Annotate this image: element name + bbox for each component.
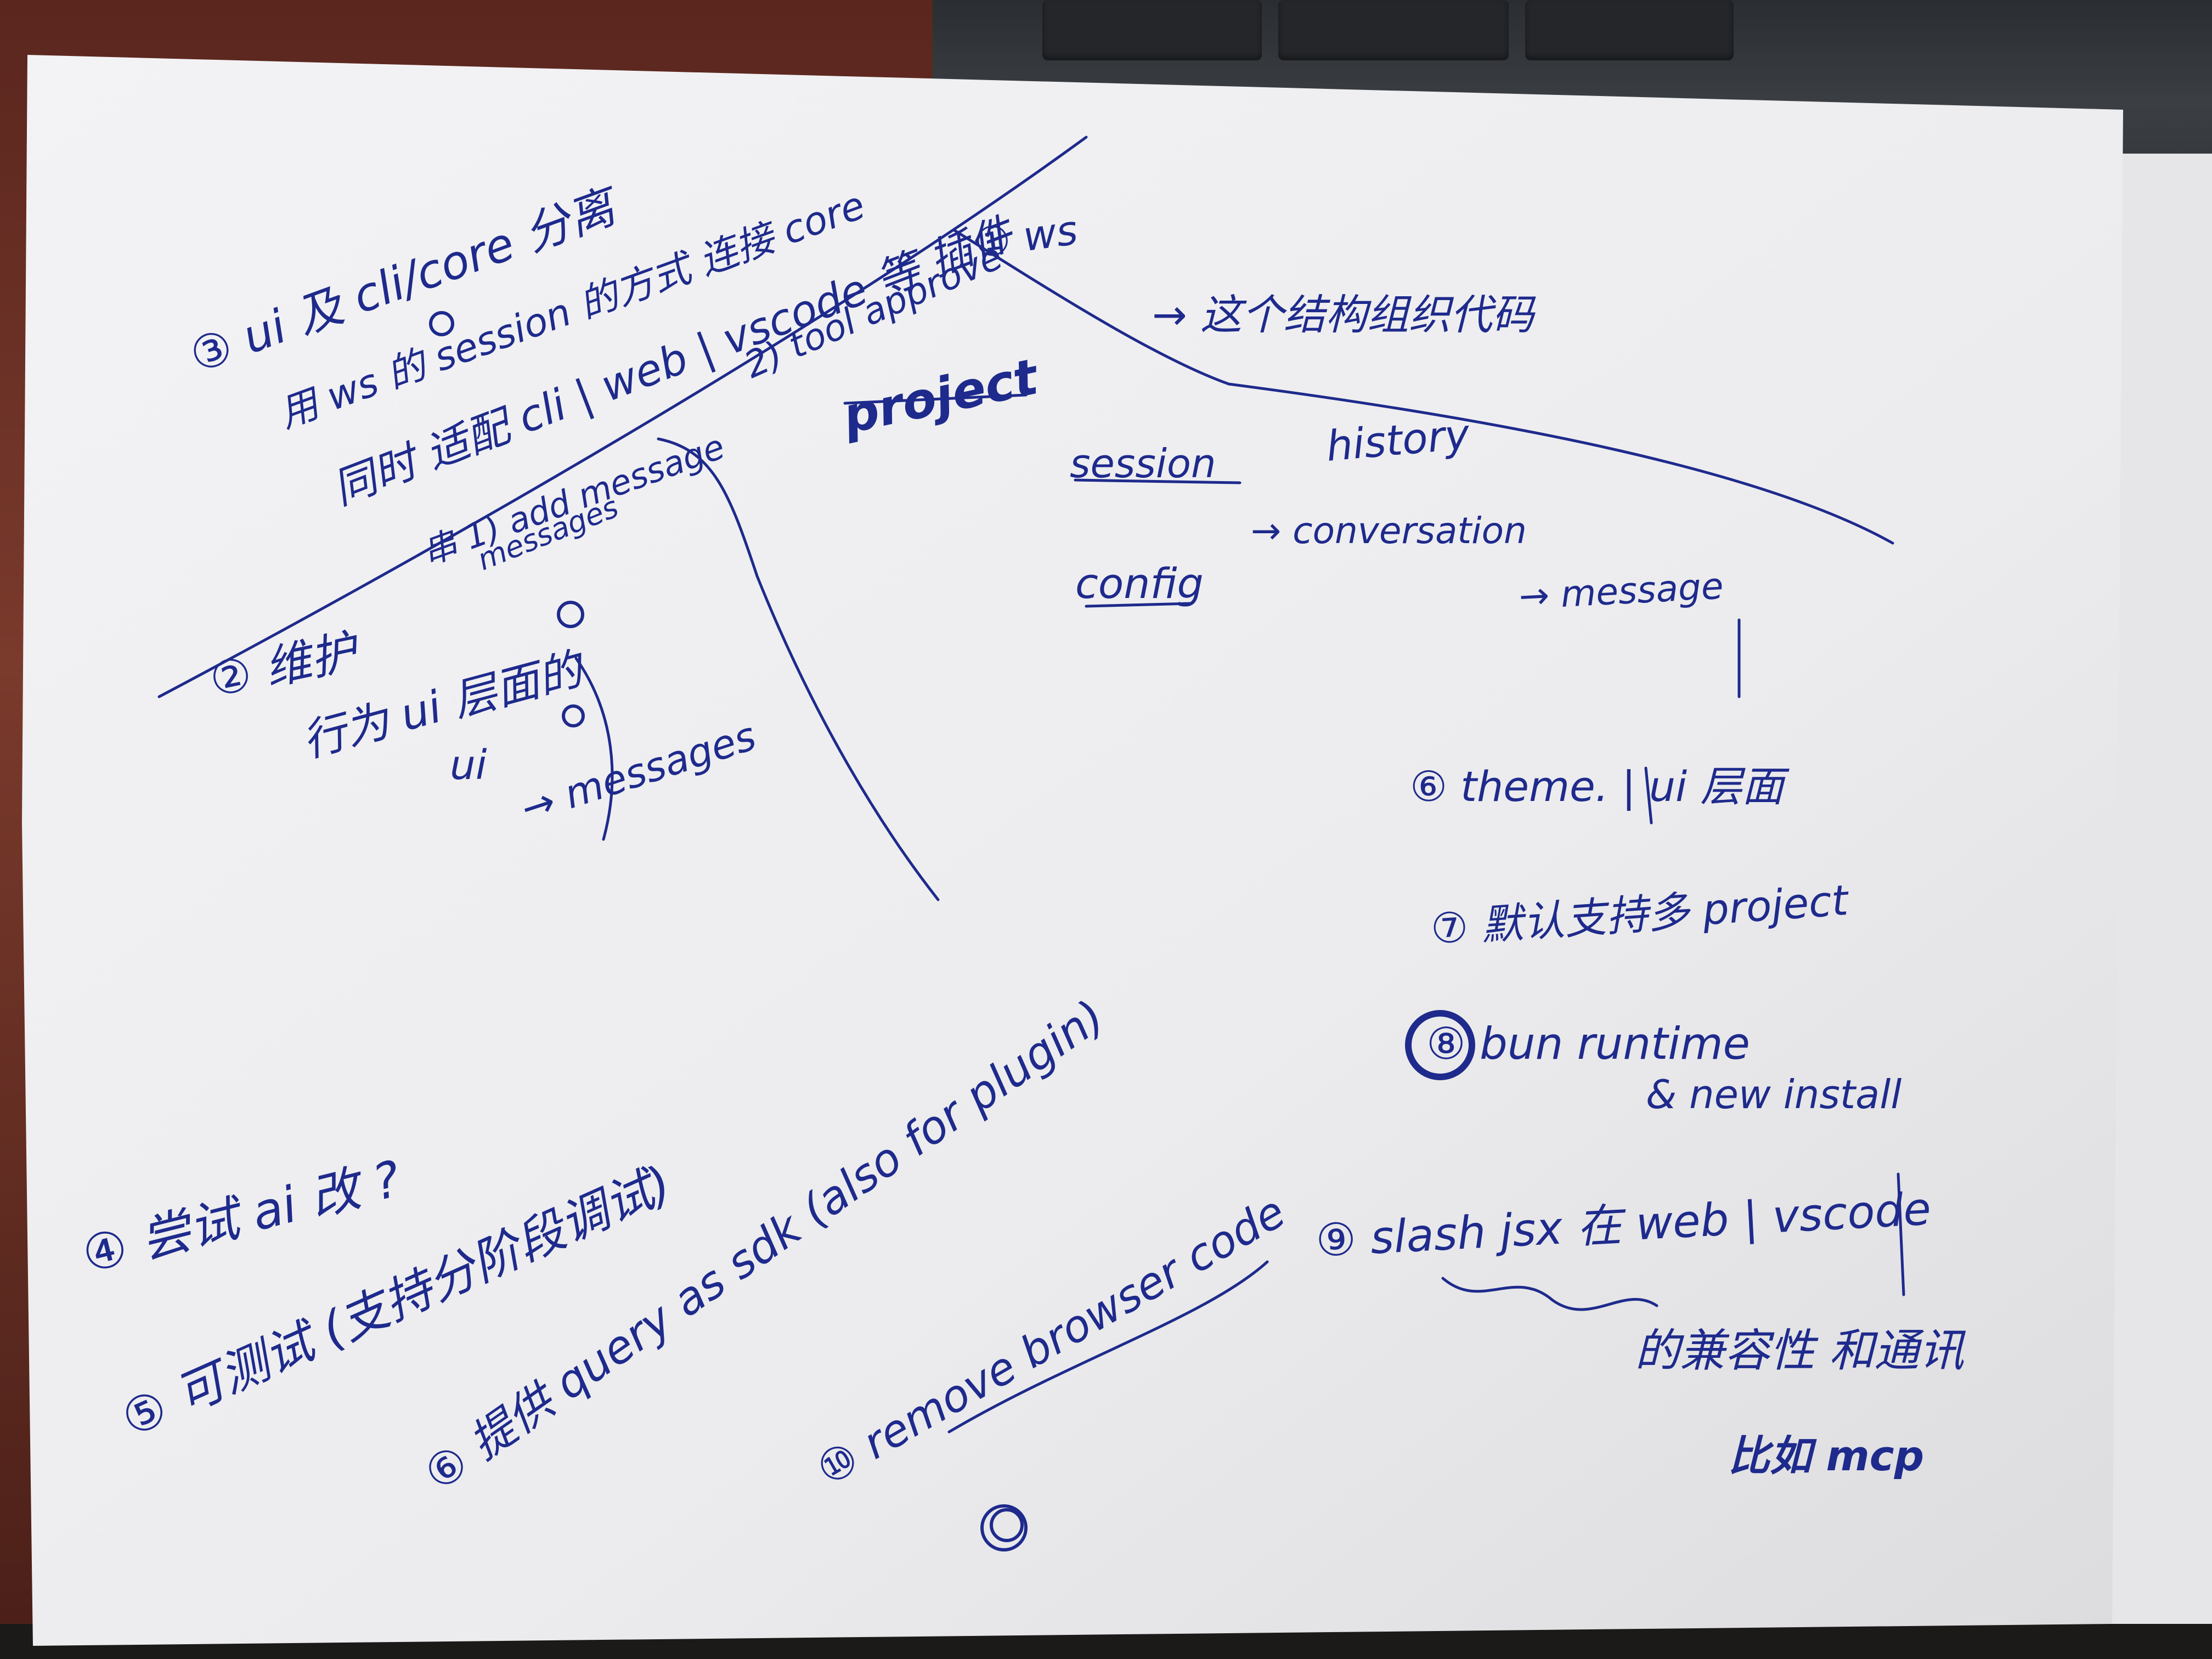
- note-6-theme: ⑥ theme. | ui 层面: [1410, 762, 1790, 811]
- underline: [1074, 478, 1242, 484]
- note-9-line2: 的兼容性 和通讯: [1635, 1325, 1966, 1377]
- wavy-underline: [1441, 1277, 1658, 1311]
- scribble: [980, 1504, 1028, 1551]
- divider-line: [157, 136, 1088, 698]
- underline: [1085, 602, 1192, 608]
- scribble: [990, 1508, 1024, 1542]
- code-organization-note: → 这个结构组织代码: [1152, 290, 1536, 339]
- scribble: [557, 601, 584, 628]
- note-9-line3: 比如 mcp: [1728, 1431, 1924, 1480]
- paper: [22, 55, 2123, 1646]
- divider-stroke: [1644, 766, 1653, 825]
- laptop-key: [1525, 0, 1734, 60]
- note-2-line3: ui: [450, 742, 487, 789]
- laptop-key: [1278, 0, 1509, 60]
- divider-stroke: [1897, 1172, 1905, 1296]
- conversation-label: → conversation: [1251, 510, 1527, 552]
- divider-line: [657, 437, 940, 901]
- bracket-stroke: [574, 657, 614, 841]
- divider-line: [953, 229, 1894, 545]
- laptop-key: [1042, 0, 1262, 60]
- underline: [843, 393, 1028, 405]
- scribble: [562, 704, 585, 727]
- note-8-line1: ⑧ bun runtime: [1426, 1018, 1750, 1069]
- circle-8: [1405, 1010, 1475, 1080]
- session-label: session: [1070, 441, 1216, 487]
- config-label: config: [1075, 559, 1204, 608]
- note-8-line2: & new install: [1646, 1071, 1901, 1118]
- underline: [947, 1260, 1269, 1434]
- scribble: [429, 311, 454, 336]
